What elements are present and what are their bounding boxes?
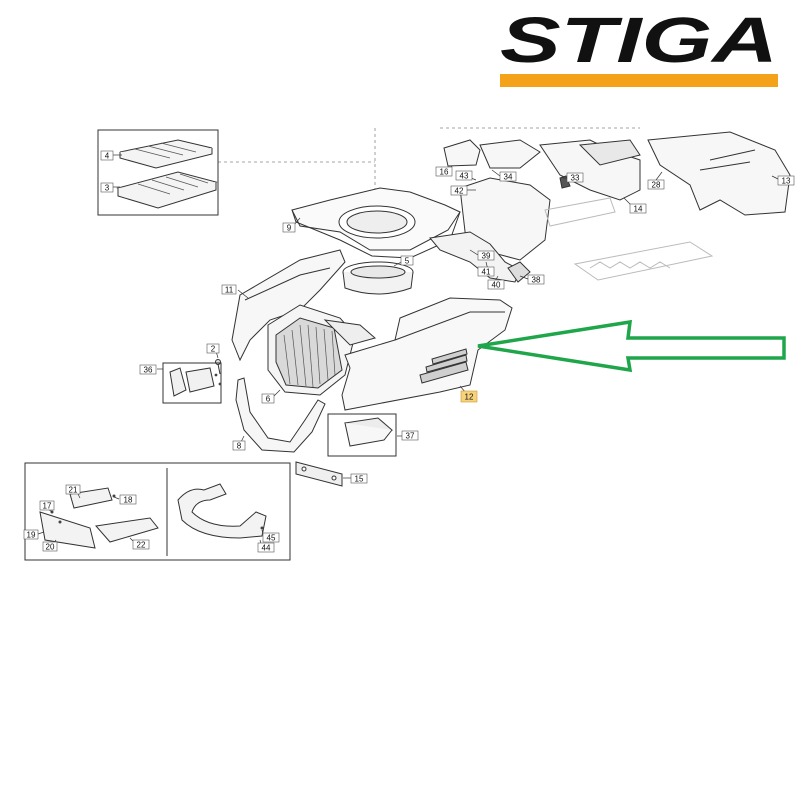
callout-label: 14 [634, 205, 643, 214]
callout-4: 4 [100, 150, 114, 161]
callout-label: 18 [124, 496, 133, 505]
part-6-grille [267, 304, 377, 396]
callout-45: 45 [262, 532, 280, 543]
callout-18: 18 [119, 494, 137, 505]
callout-label: 28 [652, 181, 661, 190]
callout-label: 42 [455, 187, 464, 196]
callout-33: 33 [566, 172, 584, 183]
callout-label: 3 [105, 184, 110, 193]
callout-20: 20 [42, 541, 58, 552]
logo-accent-bar [500, 74, 778, 87]
callout-label: 20 [46, 543, 55, 552]
inset-grilles [97, 129, 219, 216]
callout-label: 40 [492, 281, 501, 290]
callout-22: 22 [132, 539, 150, 550]
callout-3: 3 [100, 182, 114, 193]
callout-34: 34 [499, 171, 517, 182]
callout-label: 21 [69, 486, 78, 495]
callout-39: 39 [477, 250, 495, 261]
callout-label: 34 [504, 173, 513, 182]
callout-label: 6 [266, 395, 271, 404]
callout-21: 21 [65, 484, 81, 495]
callout-36: 36 [139, 364, 157, 375]
callout-43: 43 [455, 170, 473, 181]
center-console-bracket [429, 231, 531, 283]
part-2-screw [215, 359, 221, 375]
callout-label: 4 [105, 152, 110, 161]
callout-16: 16 [435, 166, 453, 177]
callout-label: 12 [465, 393, 474, 402]
callout-5: 5 [400, 255, 414, 266]
stiga-logo: STIGA [500, 4, 778, 87]
callout-12: 12 [460, 390, 478, 403]
inset-part-37 [327, 413, 397, 457]
faded-footplates [544, 197, 714, 281]
callout-label: 15 [355, 475, 364, 484]
callout-label: 17 [43, 502, 52, 511]
part-5-bowl [342, 261, 414, 295]
green-indicator-arrow [477, 319, 786, 373]
callout-40: 40 [487, 279, 505, 290]
callout-label: 19 [27, 531, 36, 540]
callout-label: 16 [440, 168, 449, 177]
callout-tags: 4 3 9 5 11 2 36 6 8 12 37 15 16 43 34 42… [23, 150, 795, 553]
callout-label: 43 [460, 172, 469, 181]
callout-17: 17 [39, 500, 55, 511]
callout-8: 8 [232, 440, 246, 451]
callout-13: 13 [777, 175, 795, 186]
callout-label: 36 [144, 366, 153, 375]
part-8-trim [235, 377, 326, 453]
upper-right-assembly [443, 131, 791, 261]
callout-label: 41 [482, 268, 491, 277]
callout-label: 33 [571, 174, 580, 183]
callout-label: 8 [237, 442, 242, 451]
callout-41: 41 [477, 266, 495, 277]
callout-19: 19 [23, 529, 39, 540]
inset-lower-left [24, 462, 291, 561]
part-15-bracket [295, 461, 343, 487]
callout-28: 28 [647, 179, 665, 190]
callout-label: 2 [211, 345, 216, 354]
part-12-side-panel [341, 297, 513, 411]
callout-38: 38 [527, 274, 545, 285]
callout-6: 6 [261, 393, 275, 404]
callout-44: 44 [257, 542, 275, 553]
callout-9: 9 [282, 222, 296, 233]
callout-label: 38 [532, 276, 541, 285]
callout-label: 11 [225, 286, 234, 295]
logo-wordmark: STIGA [500, 4, 778, 76]
callout-11: 11 [221, 284, 237, 295]
callout-label: 5 [405, 257, 410, 266]
callout-label: 22 [137, 541, 146, 550]
callout-2: 2 [206, 343, 220, 354]
callout-label: 9 [287, 224, 292, 233]
callout-37: 37 [401, 430, 419, 441]
callout-label: 13 [782, 177, 791, 186]
part-9-chassis [291, 187, 461, 259]
callout-label: 45 [267, 534, 276, 543]
callout-label: 37 [406, 432, 415, 441]
callout-label: 44 [262, 544, 271, 553]
callout-14: 14 [629, 203, 647, 214]
callout-label: 39 [482, 252, 491, 261]
callout-42: 42 [450, 185, 468, 196]
inset-part-36 [162, 362, 222, 404]
callout-15: 15 [350, 473, 368, 484]
